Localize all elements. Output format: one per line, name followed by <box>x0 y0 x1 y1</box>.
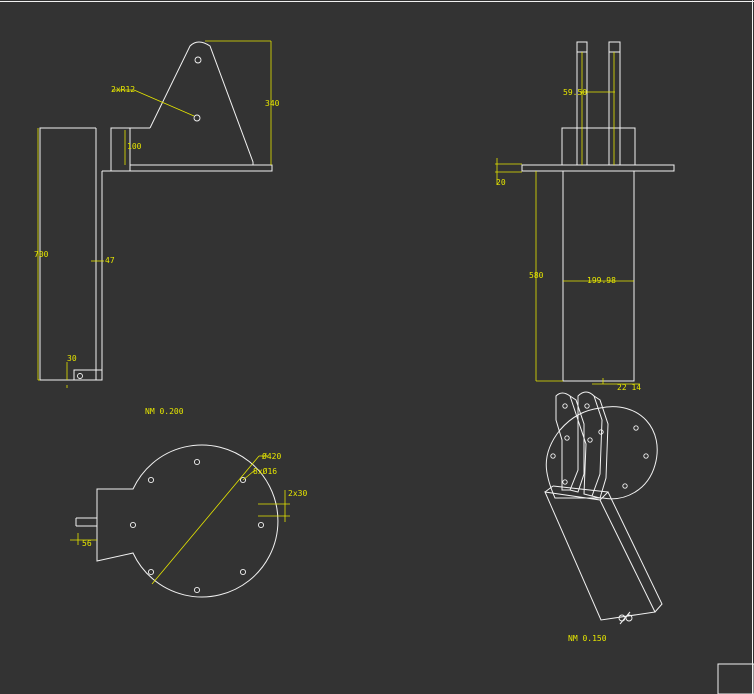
iso-view-flange-hole-2 <box>643 453 649 459</box>
top-view-scale-note: NM 0.200 <box>145 407 184 416</box>
iso-view-lug-left-side <box>569 395 585 493</box>
top-view-bolt-hole-7 <box>129 521 137 529</box>
iso-view-tube-top-edge2 <box>552 485 609 493</box>
iso-view-lug-right-hole <box>584 403 590 409</box>
iso-view-flange <box>545 406 658 500</box>
iso-view-lug-right-side <box>591 395 609 499</box>
dim-label-tab-thk: 2x30 <box>288 489 307 498</box>
dim-label-199: 199.98 <box>587 276 616 285</box>
front-view-plate <box>521 164 675 172</box>
dim-leader-hole-callout <box>133 89 195 117</box>
side-view: 340 2xR12 100 700 47 30 <box>34 40 280 388</box>
side-view-top-plate <box>129 164 273 172</box>
top-view-bolt-hole-2 <box>239 476 247 484</box>
front-view-flange <box>561 127 636 166</box>
front-view-tube <box>562 170 635 382</box>
iso-view-foot-pin-2 <box>625 614 633 622</box>
dim-leader-bolt-holes <box>242 469 256 481</box>
top-view-bolt-hole-6 <box>147 568 155 576</box>
iso-view-lug-left-hole2 <box>564 435 570 441</box>
iso-view-flange-hole-1 <box>633 425 639 431</box>
iso-view-lug-left <box>555 392 579 491</box>
iso-view-scale-note: NM 0.150 <box>568 634 607 643</box>
dim-label-47: 47 <box>105 256 115 265</box>
front-view: 59.50 20 580 199.98 22 14 <box>495 41 675 392</box>
iso-view: NM 0.150 <box>544 391 663 643</box>
top-view: NM 0.200 Ø420 8xØ16 2x30 56 <box>70 407 307 598</box>
iso-view-foot-pin-1 <box>618 614 626 622</box>
top-view-bolt-hole-1 <box>193 458 201 466</box>
dim-label-30: 30 <box>67 354 77 363</box>
iso-view-flange-hole-5 <box>550 453 556 459</box>
iso-view-tube-side <box>599 491 663 613</box>
iso-view-lug-left-hole <box>562 403 568 409</box>
iso-view-flange-hole-3 <box>622 483 628 489</box>
dim-label-20: 20 <box>496 178 506 187</box>
iso-view-foot-pin-line <box>619 611 631 625</box>
dim-label-hole-callout: 2xR12 <box>111 85 135 94</box>
dim-line-diameter <box>151 455 260 585</box>
top-view-bolt-hole-8 <box>147 476 155 484</box>
dim-label-340: 340 <box>265 99 280 108</box>
dim-label-59-50: 59.50 <box>563 88 587 97</box>
top-view-bolt-hole-5 <box>193 586 201 594</box>
iso-view-lug-right-hole2 <box>587 437 593 443</box>
dim-label-diameter: Ø420 <box>262 451 281 461</box>
title-block-corner <box>717 663 754 694</box>
dim-label-700: 700 <box>34 250 49 259</box>
side-view-foot-hole <box>77 373 83 379</box>
iso-view-tube-top-edge <box>544 485 554 493</box>
iso-view-flange-hole-6 <box>562 479 568 485</box>
top-view-flange-outline <box>96 444 279 598</box>
dim-label-bolt-holes: 8xØ16 <box>253 466 277 476</box>
dim-label-580: 580 <box>529 271 544 280</box>
iso-view-lug-right <box>577 391 603 497</box>
side-view-leg-inner <box>96 171 103 381</box>
top-view-bolt-hole-4 <box>239 568 247 576</box>
side-view-lug-hole-mid <box>193 114 201 122</box>
dim-label-tab-len: 56 <box>82 539 92 548</box>
dim-label-bottom: 22 14 <box>617 383 641 392</box>
top-view-bolt-hole-3 <box>257 521 265 529</box>
side-view-foot <box>73 369 103 381</box>
side-view-lug-hole-top <box>194 56 202 64</box>
side-view-lug-outline <box>149 41 254 165</box>
dim-label-100: 100 <box>127 142 142 151</box>
front-view-lug-right <box>608 41 621 166</box>
